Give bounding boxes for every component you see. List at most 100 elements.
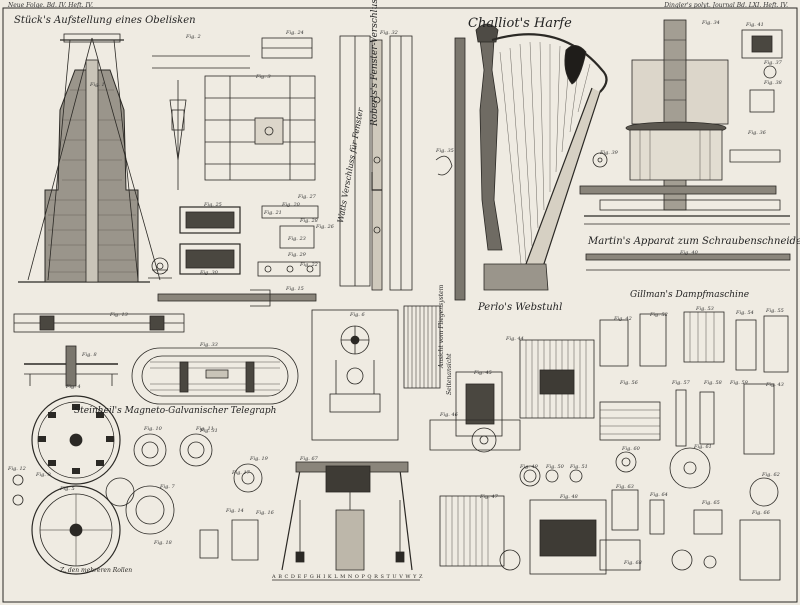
fig-label: Fig. 20 (282, 202, 300, 208)
telegraph-gears (125, 433, 263, 561)
fig-label: Fig. 60 (622, 446, 640, 452)
fig-label: Fig. 67 (300, 456, 318, 462)
roller-note: Z. den mehreren Rollen (60, 567, 133, 574)
fig-label: Fig. 34 (702, 20, 720, 26)
fig-label: Fig. 35 (436, 148, 454, 154)
fig-label: Fig. 49 (520, 464, 538, 470)
fig-label: Fig. 24 (286, 30, 304, 36)
fig-label: Fig. 28 (300, 218, 318, 224)
fig-label: Fig. 36 (748, 130, 766, 136)
fig-label: Fig. 52 (650, 312, 668, 318)
fig-label: Fig. 41 (746, 22, 764, 28)
window-frame-drawing (339, 35, 413, 291)
fig-label: Fig. 32 (380, 30, 398, 36)
fig-label: Fig. 50 (546, 464, 564, 470)
loom-drawing (429, 339, 607, 575)
fig-label: Fig. 17 (232, 470, 250, 476)
fig-lever-drawing (152, 55, 250, 190)
fig-label: Fig. 1 (90, 82, 105, 88)
fig-label: Fig. 13 (110, 312, 128, 318)
fig-label: Fig. 53 (696, 306, 714, 312)
fig-label: Fig. 30 (200, 270, 218, 276)
fig-label: Fig. 9 (36, 472, 51, 478)
fig-label: Fig. 42 (614, 316, 632, 322)
title-martin: Martin's Apparat zum Schraubenschneiden (588, 236, 800, 247)
fig-label: Fig. 18 (154, 540, 172, 546)
fig-label: Fig. 57 (672, 380, 690, 386)
fig-label: Fig. 16 (256, 510, 274, 516)
fig-label: Fig. 25 (204, 202, 222, 208)
harp-drawing (435, 23, 608, 301)
fig-label: Fig. 4 (66, 384, 81, 390)
fig-33-coil (131, 347, 299, 405)
fig-label: Fig. 51 (570, 464, 588, 470)
fig-label: Fig. 55 (766, 308, 784, 314)
fig-label: Fig. 39 (600, 150, 618, 156)
fig-label: Fig. 26 (316, 224, 334, 230)
plate-header-left: Neue Folge. Bd. IV. Heft. IV. (8, 2, 94, 9)
right-small-figs (519, 311, 789, 581)
fig-label: Fig. 38 (764, 80, 782, 86)
plate-border (2, 7, 798, 603)
fig-label: Fig. 56 (620, 380, 638, 386)
fig-ladder-frames (179, 205, 321, 277)
fig-label: Fig. 27 (298, 194, 316, 200)
fig-label: Fig. 3 (256, 74, 271, 80)
title-weber: Perlo's Webstuhl (478, 302, 563, 313)
title-gillman: Gillman's Dampfmaschine (630, 290, 750, 300)
fig-label: Fig. 19 (250, 456, 268, 462)
fig-label: Fig. 21 (264, 210, 282, 216)
bottom-crane (272, 461, 420, 581)
fig-label: Fig. 11 (196, 426, 214, 432)
fig-label: Fig. 66 (752, 510, 770, 516)
fig-label: Fig. 29 (288, 252, 306, 258)
fig-frame-grid (204, 37, 316, 181)
fig-label: Fig. 58 (704, 380, 722, 386)
fig-label: Fig. 5 (60, 486, 75, 492)
fig-label: Fig. 22 (300, 262, 318, 268)
fig-label: Fig. 14 (226, 508, 244, 514)
title-obelisk: Stück's Aufstellung eines Obelisken (14, 15, 196, 26)
obelisk-drawing (18, 33, 172, 283)
fig-label: Fig. 40 (680, 250, 698, 256)
plate-header-right: Dingler's polyt. Journal Bd. LXI. Heft. … (664, 2, 788, 9)
fig-13-rail (13, 313, 185, 333)
fig-label: Fig. 12 (8, 466, 26, 472)
fig-label: Fig. 37 (764, 60, 782, 66)
fig-label: Fig. 33 (200, 342, 218, 348)
fig-label: Fig. 31 (200, 428, 218, 434)
telegraph-alphabet: A B C D E F G H I K L M N O P Q R S T U … (272, 574, 423, 580)
fig-label: Fig. 65 (702, 500, 720, 506)
fig-label: Fig. 23 (288, 236, 306, 242)
title-side-view: Seitenansicht (446, 353, 453, 395)
fig-label: Fig. 48 (560, 494, 578, 500)
fig-label: Fig. 8 (82, 352, 97, 358)
fig-label: Fig. 15 (286, 286, 304, 292)
fig-label: Fig. 43 (766, 382, 784, 388)
fig-label: Fig. 45 (474, 370, 492, 376)
fig-8-tbeam (24, 345, 118, 387)
fig-label: Fig. 46 (440, 412, 458, 418)
fig-label: Fig. 47 (480, 494, 498, 500)
fig-label: Fig. 44 (506, 336, 524, 342)
fig-6-device (311, 305, 441, 441)
title-telegraph: Steinheil's Magneto-Galvanischer Telegra… (74, 406, 277, 416)
fig-label: Fig. 61 (694, 444, 712, 450)
title-fly-system: Ansicht vom Fliegensystem (438, 284, 445, 368)
fig-label: Fig. 68 (624, 560, 642, 566)
fig-label: Fig. 59 (730, 380, 748, 386)
fig-label: Fig. 2 (186, 34, 201, 40)
title-window-lock: Roberts's Fenster-Verschluss (370, 0, 380, 126)
title-harp: Challiot's Harfe (468, 16, 572, 31)
screw-cutting-machine (579, 19, 791, 271)
fig-long-bar (157, 289, 317, 307)
telegraph-dial (12, 395, 135, 575)
fig-label: Fig. 6 (350, 312, 365, 318)
fig-label: Fig. 63 (616, 484, 634, 490)
fig-label: Fig. 62 (762, 472, 780, 478)
fig-label: Fig. 7 (160, 484, 175, 490)
fig-label: Fig. 54 (736, 310, 754, 316)
fig-label: Fig. 10 (144, 426, 162, 432)
